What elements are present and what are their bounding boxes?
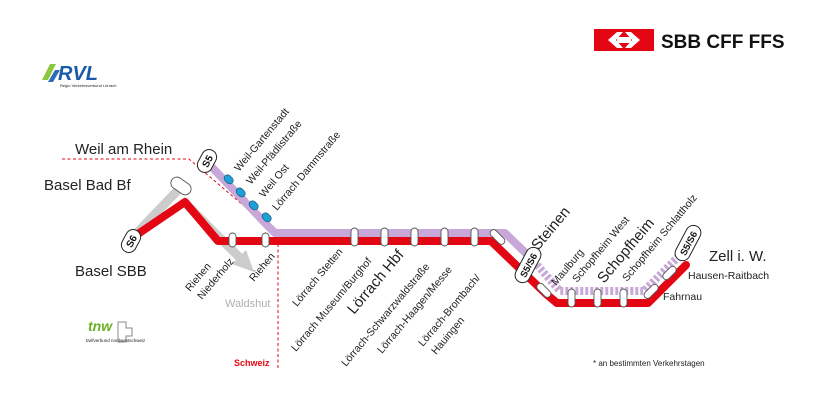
badge-s5s6-zell[interactable]: S5/S6 [672, 223, 703, 264]
sbb-logo: SBB CFF FFS [594, 29, 785, 53]
station-loerrach-dammstrasse[interactable] [261, 211, 273, 223]
rvl-logo: RVL Regio Verkehrsverbund Lörrach [42, 63, 116, 88]
station-loerrach-hbf[interactable] [410, 227, 419, 247]
station-riehen-niederholz[interactable] [228, 232, 237, 248]
station-riehen[interactable] [261, 232, 270, 248]
rvl-logo-subtext: Regio Verkehrsverbund Lörrach [60, 83, 116, 88]
label-waldshut: Waldshut [225, 298, 270, 310]
station-loerrach-museum[interactable] [380, 227, 389, 247]
tnw-logo-text: tnw [88, 318, 113, 334]
badge-s6-basel[interactable]: S6 [119, 227, 144, 255]
label-steinen: Steinen [528, 204, 574, 254]
rvl-leaf-icon [42, 64, 56, 80]
badge-s5-weil[interactable]: S5 [195, 147, 220, 175]
station-loerrach-brombach[interactable] [489, 228, 507, 246]
station-hausen-raitbach[interactable] [661, 265, 677, 281]
border-line [62, 158, 279, 368]
station-schopfheim-west[interactable] [567, 288, 576, 308]
station-weil-pfaedlistrasse[interactable] [235, 186, 247, 198]
label-basel-bad-bf: Basel Bad Bf [44, 177, 132, 194]
rvl-logo-text: RVL [58, 63, 98, 85]
weil-stations [223, 173, 273, 223]
sbb-logo-text: SBB CFF FFS [661, 32, 785, 53]
footnote: * an bestimmten Verkehrstagen [593, 359, 705, 368]
tnw-cross-icon [117, 321, 133, 343]
svg-text:S6: S6 [125, 233, 141, 249]
main-stations [169, 175, 677, 308]
s5-line-extra [534, 252, 683, 295]
station-basel-bad-bf[interactable] [169, 175, 194, 197]
station-loerrach-haagen[interactable] [470, 227, 479, 247]
station-loerrach-schwarzwaldstrasse[interactable] [440, 227, 449, 247]
station-weil-gartenstadt[interactable] [223, 173, 235, 185]
station-schopfheim[interactable] [593, 288, 602, 308]
waldshut-arrow-icon [232, 250, 254, 272]
tnw-logo: tnw tarifverbund nordwestschweiz [86, 318, 146, 343]
s5-line-weil [204, 159, 539, 266]
sbb-arrows-icon [608, 32, 640, 48]
station-weil-ost[interactable] [248, 199, 260, 211]
svg-text:S5: S5 [201, 153, 217, 169]
station-loerrach-stetten[interactable] [350, 227, 359, 247]
label-fahrnau: Fahrnau [663, 291, 702, 303]
station-fahrnau[interactable] [643, 283, 660, 300]
label-zell: Zell i. W. [709, 248, 767, 265]
label-schweiz: Schweiz [234, 358, 270, 368]
label-weil-am-rhein: Weil am Rhein [75, 141, 172, 158]
station-schopfheim-schlattholz[interactable] [619, 288, 628, 308]
label-basel-sbb: Basel SBB [75, 263, 147, 280]
tnw-logo-subtext: tarifverbund nordwestschweiz [86, 338, 146, 343]
station-maulburg[interactable] [535, 282, 552, 299]
label-hausen-raitbach: Hausen-Raitbach [688, 270, 769, 282]
